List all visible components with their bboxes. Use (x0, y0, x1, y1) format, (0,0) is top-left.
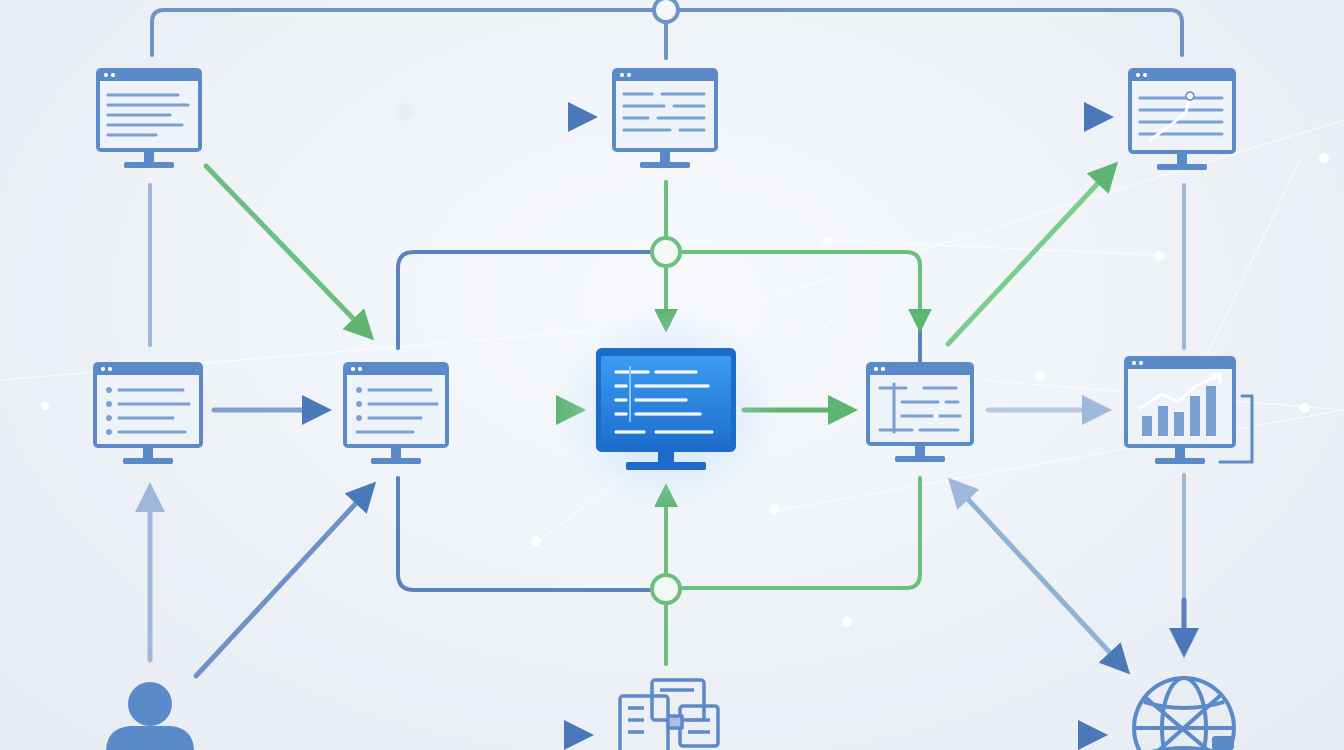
table-chart-icon (1138, 96, 1224, 136)
green-junction-bottom (650, 573, 682, 605)
arrow-mid-right-center-to-globe-diagonal (947, 477, 1131, 675)
green-junction-top (650, 236, 682, 268)
text-lines-icon (106, 93, 190, 137)
monitor-mid-left[interactable] (93, 362, 203, 464)
top-junction-node (652, 0, 680, 24)
arrows (135, 102, 1199, 750)
arrow-mid-right-center-to-top-right-diagonal (945, 161, 1119, 347)
bar-chart-icon (1142, 386, 1216, 436)
server-rack-icon[interactable] (618, 678, 720, 750)
monitor-top-left[interactable] (96, 68, 202, 168)
globe-icon[interactable] (1132, 676, 1236, 750)
list-icon (106, 387, 112, 435)
monitor-mid-right[interactable] (1124, 356, 1254, 464)
code-lines-icon (614, 370, 714, 434)
user-icon[interactable] (106, 682, 194, 750)
monitor-top-center[interactable] (612, 68, 718, 168)
arrow-user-to-mid-left-center-diagonal (193, 481, 377, 679)
monitor-top-right[interactable] (1128, 68, 1236, 170)
list-icon (356, 387, 362, 421)
monitor-mid-left-center[interactable] (343, 362, 449, 464)
monitor-mid-right-center[interactable] (866, 362, 974, 462)
central-hub-monitor[interactable] (596, 348, 736, 470)
dashboard-icon (878, 382, 962, 434)
form-fields-icon (622, 92, 706, 132)
arrow-top-left-to-mid-left-center-diagonal (203, 163, 375, 341)
